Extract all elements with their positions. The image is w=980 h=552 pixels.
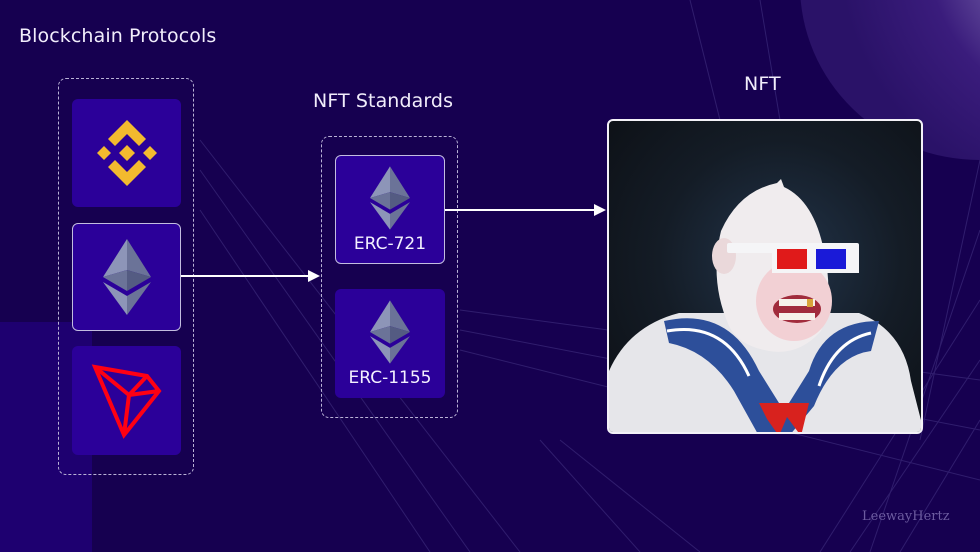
ethereum-icon (102, 239, 151, 315)
binance-icon (96, 120, 157, 186)
arrow-right-icon (594, 204, 606, 216)
protocol-tile-tron[interactable] (72, 346, 181, 455)
standard-tile-erc1155[interactable]: ERC-1155 (335, 289, 445, 398)
nft-title: NFT (744, 73, 781, 95)
protocol-tile-binance[interactable] (72, 99, 181, 207)
connector-erc721-to-nft (445, 209, 595, 211)
protocol-tile-ethereum[interactable] (72, 223, 181, 331)
connector-ethereum-to-standards (181, 275, 309, 277)
ethereum-icon (370, 299, 410, 364)
standards-group (321, 136, 458, 418)
watermark: LeewayHertz (862, 509, 950, 524)
standard-tile-erc721[interactable]: ERC-721 (335, 155, 445, 264)
standard-label: ERC-1155 (348, 367, 432, 388)
gorilla-illustration (609, 179, 921, 432)
ethereum-icon (370, 165, 410, 230)
tron-icon (91, 363, 162, 439)
arrow-right-icon (308, 270, 320, 282)
standard-label: ERC-721 (353, 233, 427, 254)
protocols-title: Blockchain Protocols (19, 25, 217, 47)
nft-image[interactable] (607, 119, 923, 434)
standards-title: NFT Standards (313, 90, 454, 112)
